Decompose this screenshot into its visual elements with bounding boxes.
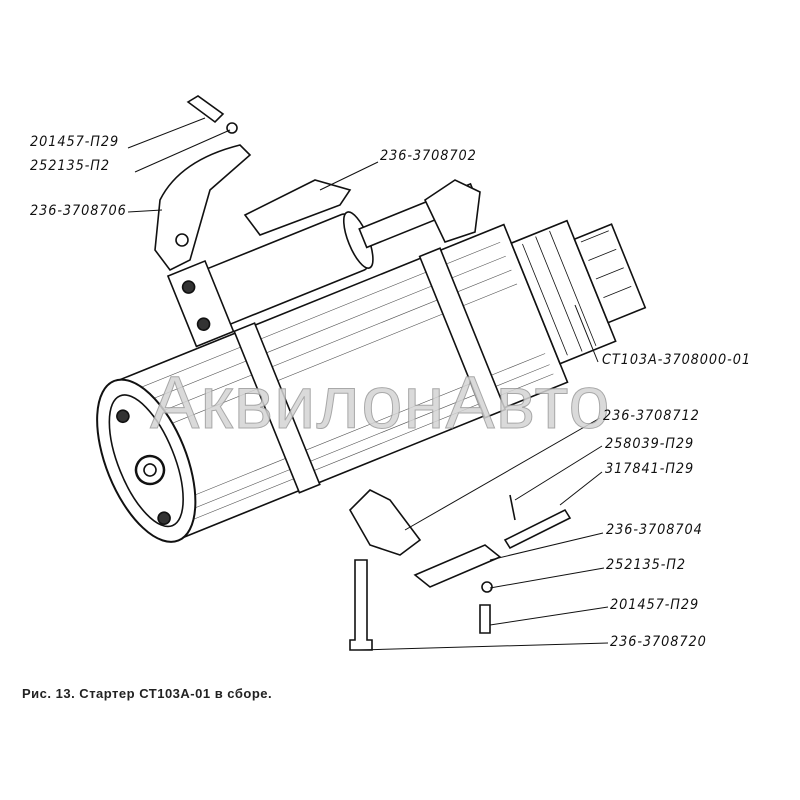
- bracket-top: [154, 144, 252, 272]
- lever: [423, 179, 481, 243]
- callout-ct103a-3708000-01: СТ103А-3708000-01: [602, 352, 751, 368]
- callout-236-3708706: 236-3708706: [30, 203, 127, 219]
- callout-201457-p29-bottom: 201457-П29: [610, 597, 700, 613]
- callout-252135-p2-top: 252135-П2: [30, 158, 110, 174]
- callout-258039-p29: 258039-П29: [605, 436, 695, 452]
- callout-201457-p29-top: 201457-П29: [30, 134, 120, 150]
- bolt-top: [186, 95, 225, 124]
- leader-lines: [127, 117, 609, 651]
- watermark: АквилонАвто: [150, 361, 611, 445]
- callout-236-3708702: 236-3708702: [380, 148, 477, 164]
- plate: [243, 179, 352, 236]
- bolt-long: [349, 559, 373, 651]
- bolt-right: [479, 604, 491, 634]
- callout-317841-p29: 317841-П29: [605, 461, 695, 477]
- callout-236-3708720: 236-3708720: [610, 634, 707, 650]
- lever-lower: [349, 489, 422, 556]
- callout-252135-p2-bottom: 252135-П2: [606, 557, 686, 573]
- callout-236-3708712: 236-3708712: [603, 408, 700, 424]
- solenoid: [166, 182, 480, 348]
- pin: [503, 508, 572, 550]
- callout-236-3708704: 236-3708704: [606, 522, 703, 538]
- starter-body: [96, 219, 647, 543]
- clamp: [413, 544, 502, 588]
- figure-caption: Рис. 13. Стартер СТ103А-01 в сборе.: [22, 686, 273, 701]
